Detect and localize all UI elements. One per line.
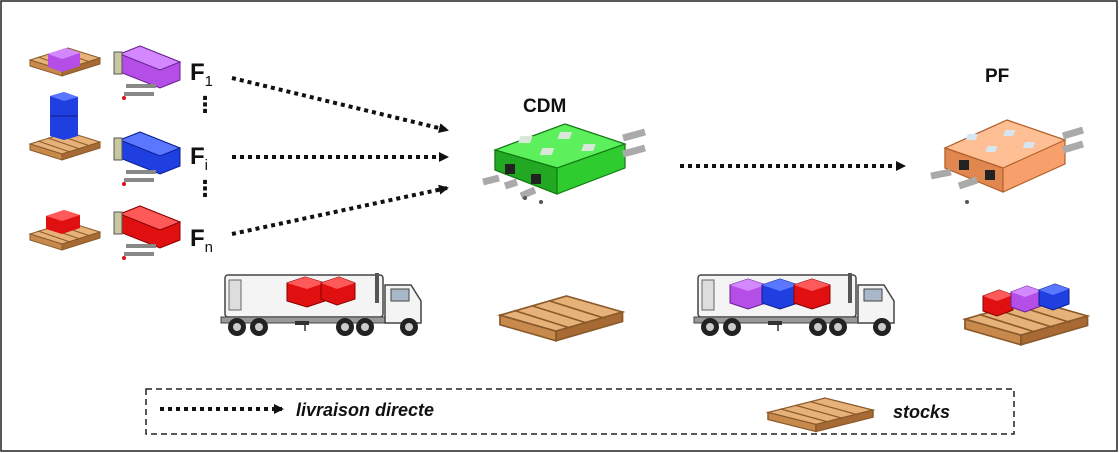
cdm-label: CDM	[523, 96, 566, 117]
ellipsis-lower: ⋮	[194, 176, 216, 201]
pf-stock-pallet	[964, 283, 1089, 346]
supplier-i-stock	[29, 92, 101, 161]
truck-red-load	[220, 272, 422, 337]
arrow-f1-to-cdm	[231, 76, 449, 133]
supplier-1-label: F1	[190, 59, 213, 90]
supplier-n-stock	[29, 210, 101, 251]
ellipsis-upper: ⋮	[194, 92, 216, 117]
pf-building	[930, 119, 1085, 204]
cdm-stock-pallet	[499, 295, 624, 342]
supplier-n-building	[113, 205, 182, 260]
supplier-1-building	[113, 45, 182, 100]
legend-stock-pallet	[767, 397, 874, 433]
legend-box	[145, 388, 1015, 435]
cdm-building	[482, 123, 646, 204]
pf-label: PF	[985, 66, 1009, 87]
arrow-fn-to-cdm	[231, 184, 449, 236]
legend-stocks-label: stocks	[893, 402, 950, 422]
supplier-i-building	[113, 131, 182, 186]
legend-direct-delivery-label: livraison directe	[296, 400, 434, 420]
supplier-i-label: Fi	[190, 143, 208, 174]
truck-mixed-load	[693, 272, 895, 337]
supplier-n-label: Fn	[190, 225, 213, 256]
supplier-1-stock	[29, 47, 101, 77]
